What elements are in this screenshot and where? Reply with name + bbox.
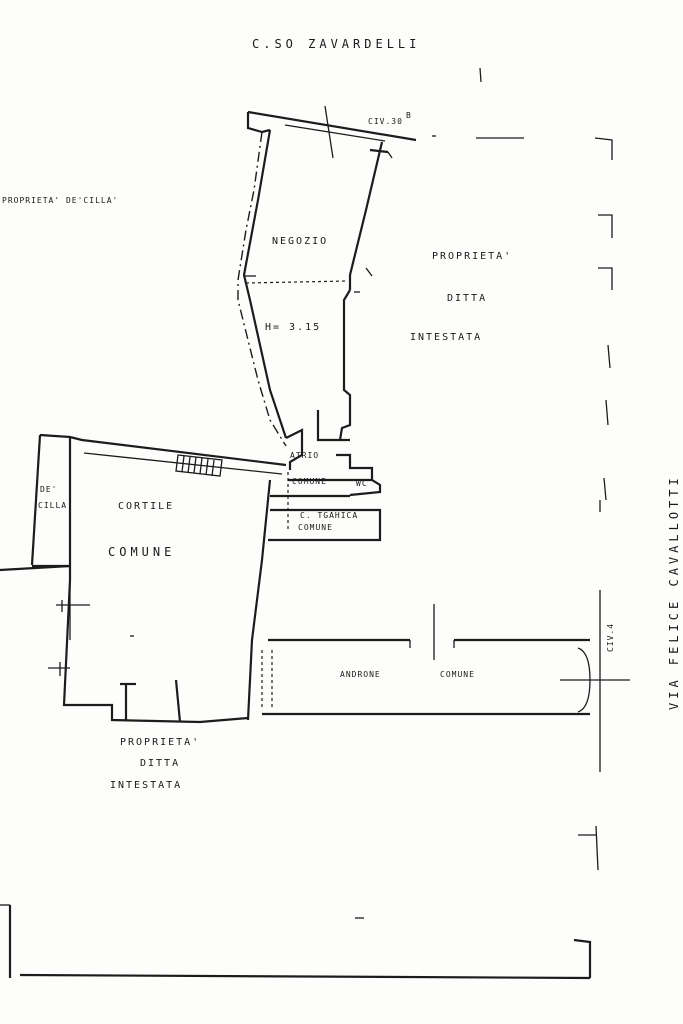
property-label-intestata-2: DITTA	[447, 293, 487, 304]
shop-block: NEGOZIO H= 3.15	[237, 105, 417, 447]
service-rooms: ATRIO COMUNE WC C. TGAHICA COMUNE	[268, 410, 382, 542]
property-label-south-2: DITTA	[140, 758, 180, 769]
room-label-cisterna-1: C. TGAHICA	[300, 511, 358, 520]
property-label-intestata-1: PROPRIETA'	[432, 251, 512, 262]
property-label-south-1: PROPRIETA'	[120, 737, 200, 748]
civic-number-north-suffix: B	[406, 111, 412, 120]
east-boundary	[432, 135, 613, 871]
room-label-de-cilla-2: CILLA	[38, 501, 67, 510]
room-label-wc: WC	[356, 479, 368, 488]
room-label-cortile: CORTILE	[118, 501, 174, 512]
courtyard-block: CORTILE COMUNE DE' CILLA	[0, 433, 287, 724]
room-label-androne-comune: COMUNE	[440, 670, 475, 679]
room-label-de-cilla-1: DE'	[40, 485, 57, 494]
room-label-atrio: ATRIO	[290, 451, 319, 460]
property-label-west: PROPRIETA' DE'CILLA'	[2, 196, 118, 205]
street-label-north: C.SO ZAVARDELLI	[252, 37, 420, 51]
property-label-south-3: INTESTATA	[110, 780, 182, 791]
room-label-comune-wc: COMUNE	[292, 477, 327, 486]
room-label-cisterna-2: COMUNE	[298, 523, 333, 532]
property-label-intestata-3: INTESTATA	[410, 332, 482, 343]
north-axis-tick	[479, 67, 482, 83]
room-height-label: H= 3.15	[265, 322, 321, 333]
civic-number-north: CIV.30	[368, 117, 403, 126]
civic-number-east: CIV.4	[606, 623, 615, 652]
south-boundary	[0, 904, 592, 980]
room-label-negozio: NEGOZIO	[272, 236, 328, 247]
street-label-east: VIA FELICE CAVALLOTTI	[667, 474, 681, 710]
room-label-cortile-comune: COMUNE	[108, 545, 175, 559]
room-label-androne: ANDRONE	[340, 670, 381, 679]
androne-block: ANDRONE COMUNE	[261, 604, 630, 716]
